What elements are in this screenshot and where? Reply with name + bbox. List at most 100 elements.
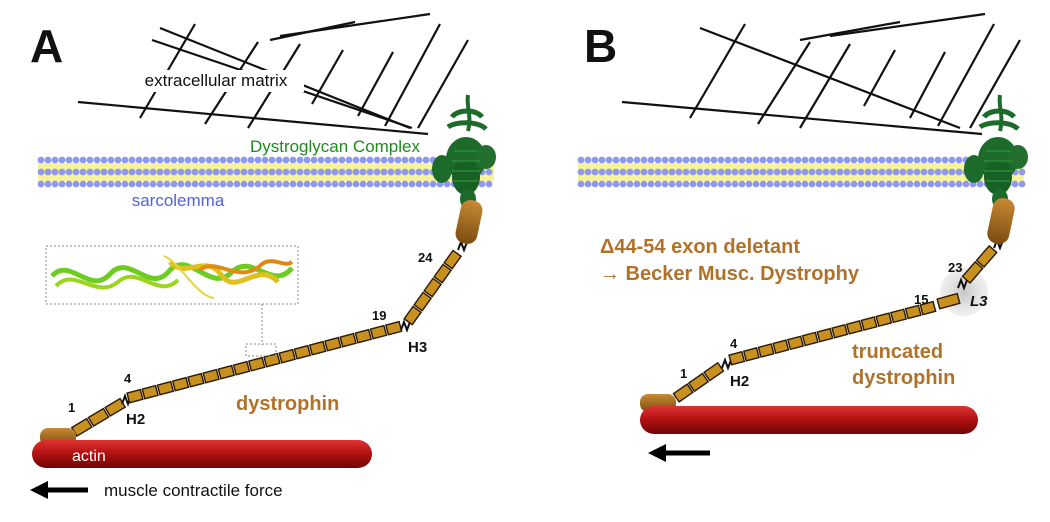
panel-b: B [577, 12, 1028, 462]
lipid-head [338, 156, 346, 164]
sarcolemma-a [37, 156, 494, 188]
lipid-head [927, 168, 935, 176]
lipid-head [359, 168, 367, 176]
lipid-head [626, 180, 634, 188]
marker-h2-b: H2 [730, 373, 749, 390]
lipid-head [941, 180, 949, 188]
lipid-head [240, 168, 248, 176]
lipid-head [86, 168, 94, 176]
lipid-head [682, 168, 690, 176]
lipid-head [324, 168, 332, 176]
lipid-head [899, 156, 907, 164]
lipid-head [170, 156, 178, 164]
lipid-head [780, 156, 788, 164]
lipid-head [191, 180, 199, 188]
spectrin-repeat [308, 340, 327, 356]
membrane-label-bg-a [108, 190, 248, 210]
lipid-head [731, 156, 739, 164]
lipid-head [296, 156, 304, 164]
lipid-head [759, 168, 767, 176]
hinge [957, 277, 968, 291]
lipid-head [219, 156, 227, 164]
lipid-head [941, 156, 949, 164]
lipid-head [247, 180, 255, 188]
lipid-head [780, 180, 788, 188]
lipid-head [822, 180, 830, 188]
lipid-head [647, 168, 655, 176]
lipid-head [577, 180, 585, 188]
lipid-head [107, 168, 115, 176]
spectrin-repeat [742, 347, 760, 362]
lipid-head [163, 156, 171, 164]
panel-a-letter: A [30, 20, 63, 72]
lipid-head [324, 180, 332, 188]
lipid-head [184, 180, 192, 188]
lipid-head [675, 156, 683, 164]
actin-filament-b [640, 406, 978, 434]
lipid-head [633, 180, 641, 188]
lipid-head [44, 156, 52, 164]
lipid-head [121, 156, 129, 164]
spectrin-repeat [728, 350, 746, 366]
lipid-head [93, 156, 101, 164]
dystroglycan-complex-icon [964, 94, 1028, 209]
spectrin-repeat [403, 305, 423, 326]
lipid-head [317, 168, 325, 176]
ecm-grid-b [621, 12, 1021, 136]
lipid-head [696, 168, 704, 176]
lipid-head [394, 168, 402, 176]
truncated-label-2: dystrophin [852, 367, 955, 389]
lipid-head [689, 156, 697, 164]
lipid-head [640, 168, 648, 176]
lipid-head [198, 180, 206, 188]
lipid-head [478, 180, 486, 188]
lipid-head [689, 168, 697, 176]
lipid-head [408, 156, 416, 164]
lipid-head [184, 156, 192, 164]
lipid-head [766, 168, 774, 176]
lipid-head [380, 168, 388, 176]
lipid-head [745, 180, 753, 188]
lipid-head [745, 168, 753, 176]
lipid-head [619, 168, 627, 176]
spectrin-repeat [845, 320, 863, 335]
lipid-head [787, 180, 795, 188]
lipid-head [619, 180, 627, 188]
spectrin-repeat [324, 336, 342, 352]
lipid-head [240, 156, 248, 164]
lipid-head [282, 168, 290, 176]
lipid-head [948, 168, 956, 176]
lipid-head [857, 156, 865, 164]
lipid-head [871, 180, 879, 188]
lipid-head [429, 180, 437, 188]
lipid-head [584, 168, 592, 176]
lipid-head [51, 156, 59, 164]
lipid-head [114, 156, 122, 164]
lipid-head [219, 168, 227, 176]
spectrin-repeat [247, 356, 266, 372]
lipid-head [415, 156, 423, 164]
lipid-head [443, 180, 451, 188]
lipid-head [717, 180, 725, 188]
lipid-head [345, 168, 353, 176]
lipid-head [219, 180, 227, 188]
lipid-head [920, 168, 928, 176]
spectrin-repeat [156, 380, 175, 396]
spectrin-repeat [904, 304, 922, 320]
lipid-head [135, 180, 143, 188]
lipid-head [296, 180, 304, 188]
lipid-head [401, 156, 409, 164]
lipid-head [640, 180, 648, 188]
lipid-head [878, 156, 886, 164]
lipid-head [394, 180, 402, 188]
lipid-head [86, 156, 94, 164]
lipid-head [128, 180, 136, 188]
marker-r1-b: 1 [680, 366, 687, 381]
lipid-head [163, 168, 171, 176]
lipid-head [598, 180, 606, 188]
spectrin-repeat [263, 352, 281, 368]
spectrin-repeat [875, 312, 893, 328]
lipid-head [668, 168, 676, 176]
lipid-head [808, 168, 816, 176]
lipid-head [871, 168, 879, 176]
